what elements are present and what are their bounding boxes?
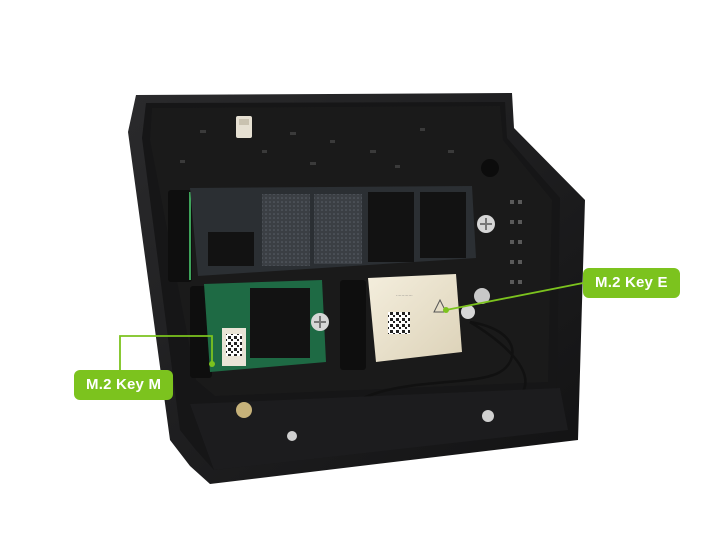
callout-label-key-e: M.2 Key E [583,268,680,298]
svg-text:............: ............ [396,292,413,298]
callout-label-key-m: M.2 Key M [74,370,174,400]
m2-slot-connector [168,190,192,282]
m2-key-m-module [190,280,329,378]
callout-key-e-leader [443,282,584,313]
m2-key-e-module: ............ [340,274,490,370]
m2-ssd-top [190,186,495,276]
enclosure-bottom [190,388,568,470]
